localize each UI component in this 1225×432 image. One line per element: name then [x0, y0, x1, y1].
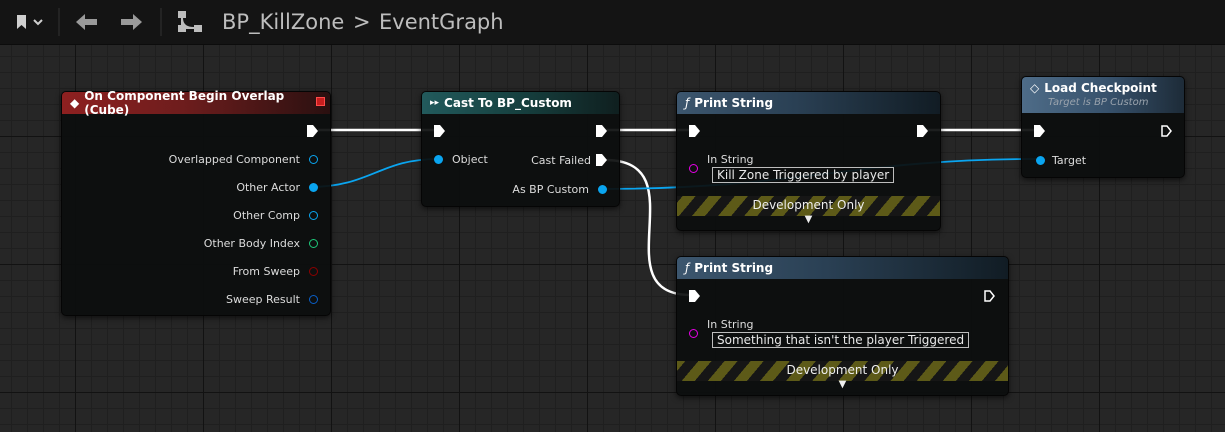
development-only-banner	[677, 196, 940, 216]
exec-output-pin[interactable]	[984, 290, 995, 302]
pin-label-other-actor: Other Actor	[236, 181, 300, 194]
load-checkpoint-node[interactable]: ◇ Load Checkpoint Target is BP Custom Ta…	[1021, 76, 1185, 178]
node-title: Cast To BP_Custom	[444, 96, 572, 110]
exec-input-pin[interactable]	[689, 125, 700, 137]
delegate-pin-icon[interactable]	[316, 97, 325, 106]
exec-input-pin[interactable]	[689, 290, 700, 302]
cast-node[interactable]: ▸▸ Cast To BP_Custom Object Cast Failed …	[421, 91, 620, 207]
blueprint-graph-icon-button	[170, 6, 210, 38]
blueprint-graph-icon	[178, 11, 202, 32]
arrow-right-icon	[121, 14, 142, 30]
toolbar-separator	[58, 8, 60, 36]
development-only-label: Development Only	[786, 363, 899, 377]
pin-from-sweep[interactable]	[309, 267, 318, 276]
pin-target[interactable]	[1036, 156, 1045, 165]
function-icon: ƒ	[685, 261, 690, 275]
forward-button[interactable]	[112, 6, 152, 38]
arrow-left-icon	[76, 14, 97, 30]
pin-in-string[interactable]	[689, 164, 698, 173]
function-icon: ƒ	[685, 96, 690, 110]
development-only-label: Development Only	[752, 198, 865, 212]
toolbar-separator	[160, 8, 162, 36]
pin-sweep-result[interactable]	[309, 295, 318, 304]
pin-other-comp[interactable]	[309, 211, 318, 220]
pin-label-sweep-result: Sweep Result	[226, 293, 300, 306]
in-string-input[interactable]: Kill Zone Triggered by player	[712, 167, 895, 183]
exec-cast-failed-pin[interactable]	[596, 154, 607, 166]
exec-output-pin[interactable]	[1161, 125, 1172, 137]
event-diamond-icon: ◇	[1030, 81, 1040, 95]
pin-overlapped-component[interactable]	[309, 155, 318, 164]
pin-label-other-comp: Other Comp	[233, 209, 300, 222]
chevron-down-icon[interactable]: ▼	[804, 214, 813, 225]
node-header: ◆ On Component Begin Overlap (Cube)	[62, 89, 330, 117]
development-only-banner	[677, 361, 1008, 381]
exec-output-pin[interactable]	[596, 125, 607, 137]
exec-input-pin[interactable]	[1034, 125, 1045, 137]
back-button[interactable]	[66, 6, 106, 38]
node-header: ▸▸ Cast To BP_Custom	[422, 92, 619, 114]
node-header: ƒ Print String	[677, 257, 1008, 279]
pin-label-as-bp-custom: As BP Custom	[512, 183, 589, 196]
node-title: Print String	[694, 96, 774, 110]
pin-label-other-body-index: Other Body Index	[203, 237, 300, 250]
pin-label-in-string: In String	[707, 153, 754, 166]
breadcrumb-separator: >	[353, 10, 371, 34]
bookmark-icon	[17, 15, 43, 29]
exec-output-pin[interactable]	[307, 125, 318, 137]
print-string-node-2[interactable]: ƒ Print String In String Something that …	[676, 256, 1009, 396]
cast-arrows-icon: ▸▸	[430, 98, 440, 108]
node-subtitle: Target is BP Custom	[1048, 97, 1149, 108]
node-title: On Component Begin Overlap (Cube)	[84, 89, 285, 117]
in-string-input[interactable]: Something that isn't the player Triggere…	[712, 332, 970, 348]
node-title: Print String	[694, 261, 774, 275]
pin-label-in-string: In String	[707, 318, 754, 331]
print-string-node-1[interactable]: ƒ Print String In String Kill Zone Trigg…	[676, 91, 941, 231]
bookmark-dropdown-button[interactable]	[4, 6, 54, 38]
pin-label-target: Target	[1052, 154, 1087, 167]
breadcrumb-asset[interactable]: BP_KillZone	[222, 10, 345, 34]
pin-label-overlapped-component: Overlapped Component	[168, 153, 300, 166]
pin-other-body-index[interactable]	[309, 239, 318, 248]
pin-object[interactable]	[434, 155, 443, 164]
node-title: Load Checkpoint	[1044, 81, 1157, 95]
node-header: ƒ Print String	[677, 92, 940, 114]
graph-toolbar: BP_KillZone > EventGraph	[0, 0, 1225, 45]
event-node-begin-overlap[interactable]: ◆ On Component Begin Overlap (Cube) Over…	[61, 89, 331, 316]
exec-input-pin[interactable]	[434, 125, 445, 137]
event-diamond-icon: ◆	[70, 96, 80, 110]
chevron-down-icon[interactable]: ▼	[838, 379, 847, 390]
pin-in-string[interactable]	[689, 329, 698, 338]
breadcrumb-graph[interactable]: EventGraph	[379, 10, 504, 34]
node-header: ◇ Load Checkpoint	[1022, 77, 1184, 113]
pin-other-actor[interactable]	[309, 183, 318, 192]
pin-label-cast-failed: Cast Failed	[531, 154, 591, 167]
pin-label-object: Object	[452, 153, 488, 166]
pin-label-from-sweep: From Sweep	[232, 265, 300, 278]
exec-output-pin[interactable]	[917, 125, 928, 137]
pin-as-bp-custom[interactable]	[598, 185, 607, 194]
